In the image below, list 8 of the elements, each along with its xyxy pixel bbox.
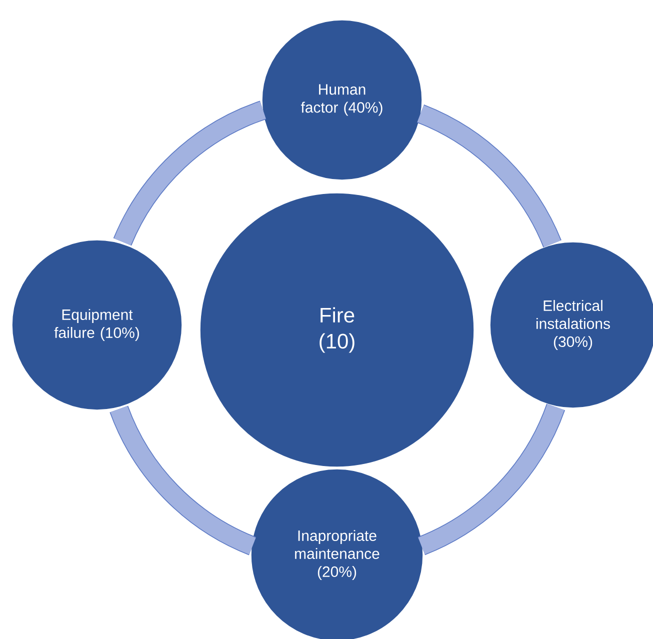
ring-segment <box>110 405 256 556</box>
circle-node: Human factor (40%) <box>262 20 422 180</box>
circle-node: Inapropriate maintenance (20%) <box>250 468 424 639</box>
circle-node: Equipment failure (10%) <box>12 240 182 410</box>
ring-segment <box>418 403 565 555</box>
ring-segment <box>416 104 562 248</box>
circle-node: Electrical instalations (30%) <box>490 242 653 408</box>
ring-segment <box>113 100 266 246</box>
